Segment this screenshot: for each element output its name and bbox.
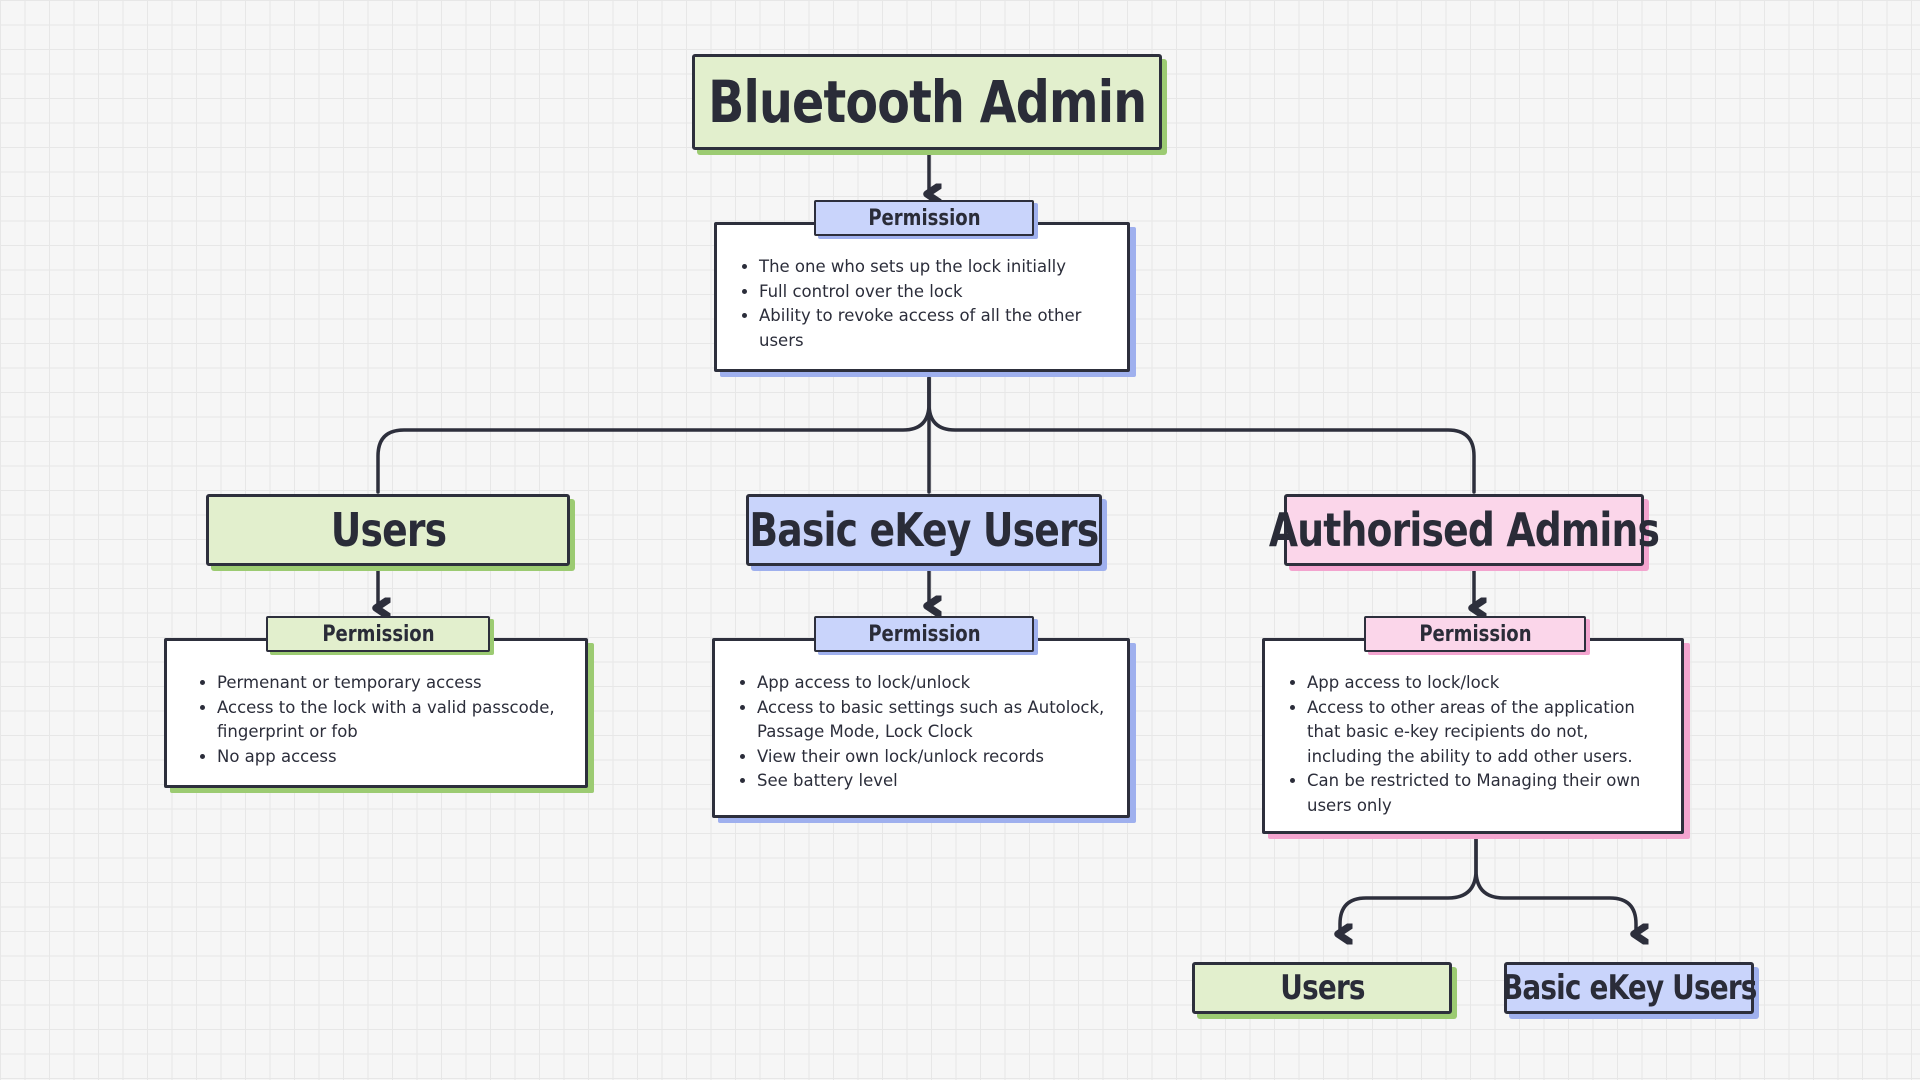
permission-item: Access to the lock with a valid passcode… [217,696,565,745]
permission-panel-users: Permenant or temporary access Access to … [164,638,588,788]
permission-tag: Permission [814,200,1034,236]
node-users: Users [206,494,570,566]
node-basic-ekey-users: Basic eKey Users [746,494,1102,566]
permission-item: The one who sets up the lock initially [759,255,1107,280]
permission-item: See battery level [757,769,1113,794]
permission-item: Ability to revoke access of all the othe… [759,304,1107,353]
permission-list: Permenant or temporary access Access to … [199,671,565,769]
node-title: Basic eKey Users [1501,968,1757,1008]
permission-list: App access to lock/unlock Access to basi… [739,671,1113,794]
permission-tag: Permission [814,616,1034,652]
permission-list: App access to lock/lock Access to other … [1289,671,1667,818]
permission-item: Access to basic settings such as Autoloc… [757,696,1113,745]
node-title: Users [1279,968,1365,1008]
permission-label: Permission [1418,621,1532,647]
node-title: Bluetooth Admin [707,68,1147,136]
node-title: Users [330,503,446,557]
node-child-basic-ekey-users: Basic eKey Users [1501,962,1757,1014]
permission-label: Permission [867,621,981,647]
node-authorised-admins: Authorised Admins [1269,494,1660,566]
node-title: Basic eKey Users [749,503,1099,557]
permission-item: View their own lock/unlock records [757,745,1113,770]
permission-item: App access to lock/unlock [757,671,1113,696]
permission-panel-authorised-admins: App access to lock/lock Access to other … [1262,638,1684,834]
permission-panel-bluetooth-admin: The one who sets up the lock initially F… [714,222,1130,372]
node-child-users: Users [1192,962,1452,1014]
node-bluetooth-admin: Bluetooth Admin [692,54,1162,150]
permission-item: Full control over the lock [759,280,1107,305]
node-title: Authorised Admins [1268,503,1660,557]
permission-item: Access to other areas of the application… [1307,696,1667,770]
permission-list: The one who sets up the lock initially F… [741,255,1107,353]
permission-item: Can be restricted to Managing their own … [1307,769,1667,818]
permission-panel-basic-ekey-users: App access to lock/unlock Access to basi… [712,638,1130,818]
branch-line [1474,836,1636,934]
branch-line [376,376,931,494]
permission-tag: Permission [1364,616,1586,652]
permission-label: Permission [867,205,981,231]
branch-line [1340,836,1478,934]
branch-line [927,376,1476,494]
permission-item: App access to lock/lock [1307,671,1667,696]
permission-tag: Permission [266,616,490,652]
permission-item: No app access [217,745,565,770]
permission-label: Permission [321,621,435,647]
permission-item: Permenant or temporary access [217,671,565,696]
